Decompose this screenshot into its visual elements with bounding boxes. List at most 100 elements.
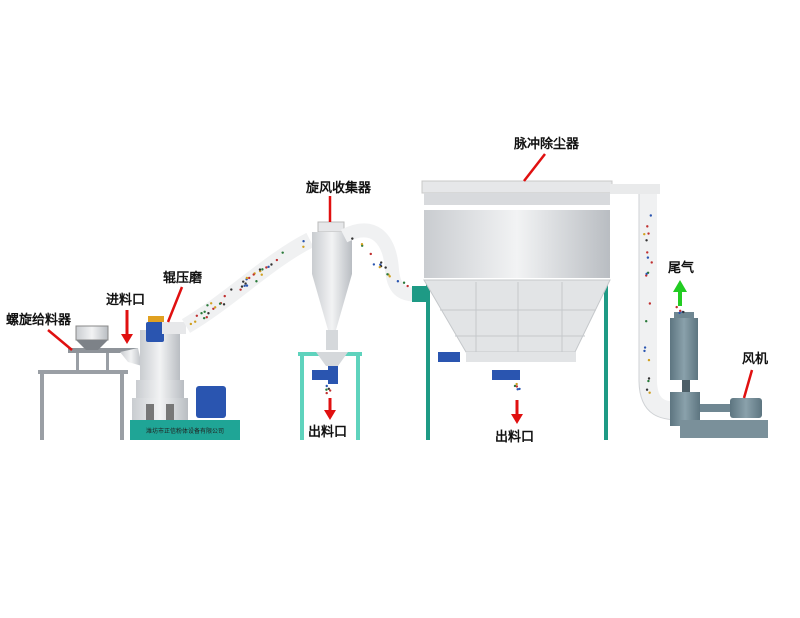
- particle: [643, 346, 647, 349]
- label-fan: 风机: [742, 351, 768, 367]
- label-collector-outlet: 出料口: [495, 429, 534, 445]
- particle: [200, 311, 203, 315]
- particle: [245, 276, 249, 280]
- particle: [267, 265, 270, 269]
- particle: [325, 384, 328, 388]
- cyclone-collector: [298, 221, 421, 440]
- label-pulse-dust-collector: 脉冲除尘器: [513, 136, 580, 152]
- particle: [648, 391, 651, 394]
- particle: [281, 251, 284, 254]
- particle: [223, 294, 226, 298]
- particle: [207, 312, 210, 315]
- particle: [378, 265, 381, 269]
- particle: [189, 322, 193, 326]
- particle: [682, 310, 685, 314]
- particle: [270, 263, 273, 266]
- pointer-dust-collector: [523, 153, 546, 182]
- screw-feeder: [38, 325, 138, 440]
- particle: [386, 273, 389, 276]
- particle: [255, 280, 258, 283]
- particle: [245, 284, 249, 287]
- particle: [302, 245, 305, 248]
- pointer-fan: [742, 369, 754, 399]
- label-cyclone-collector: 旋风收集器: [305, 180, 372, 196]
- particle: [240, 285, 244, 288]
- particle: [518, 387, 521, 391]
- particle: [209, 302, 213, 305]
- particle: [265, 266, 268, 269]
- particle: [679, 309, 682, 313]
- particle: [252, 273, 255, 276]
- label-screw-feeder: 螺旋给料器: [6, 312, 72, 328]
- label-exhaust: 尾气: [668, 260, 694, 276]
- duct-mill-to-cyclone: [181, 232, 314, 333]
- roller-mill: 潍坊市正信粉体设备有限公司: [120, 316, 240, 440]
- particle: [645, 272, 648, 275]
- particle: [645, 320, 648, 323]
- particle: [239, 288, 242, 291]
- particle: [261, 268, 264, 271]
- particle: [193, 320, 197, 323]
- particle: [515, 385, 519, 388]
- particle: [647, 358, 651, 362]
- mill-base: [130, 420, 240, 440]
- pulse-dust-collector: [412, 180, 660, 440]
- particle: [325, 388, 328, 391]
- particle: [678, 311, 681, 315]
- particle: [302, 240, 305, 243]
- particle: [205, 316, 208, 319]
- label-cyclone-outlet: 出料口: [308, 424, 347, 440]
- particle: [396, 280, 400, 283]
- particle: [327, 387, 331, 390]
- particle: [650, 261, 653, 264]
- pointer-screw-feeder: [47, 329, 73, 351]
- particle: [218, 302, 222, 305]
- label-feed-inlet: 进料口: [106, 292, 145, 308]
- particle: [260, 273, 263, 276]
- particle: [360, 242, 364, 246]
- particle: [380, 261, 383, 264]
- particle: [258, 268, 262, 271]
- particle: [203, 310, 206, 314]
- material-particles: [189, 214, 685, 395]
- particle: [647, 377, 651, 380]
- particle: [645, 274, 648, 277]
- particle: [230, 288, 233, 291]
- particle: [645, 239, 648, 242]
- particle: [328, 389, 332, 392]
- particle: [645, 388, 649, 391]
- pointers: [47, 153, 754, 424]
- particle: [388, 275, 391, 278]
- particle: [516, 388, 519, 391]
- particle: [202, 316, 206, 320]
- particle: [195, 314, 199, 317]
- label-roller-mill: 辊压磨: [163, 270, 202, 286]
- particle: [402, 281, 406, 284]
- particle: [648, 302, 652, 305]
- particle: [643, 232, 646, 236]
- particle: [647, 379, 650, 383]
- particle: [243, 284, 246, 287]
- particle: [646, 251, 649, 254]
- particle: [351, 237, 354, 240]
- particle: [369, 252, 372, 256]
- particle: [206, 304, 209, 307]
- particle: [515, 382, 518, 386]
- particle: [649, 214, 653, 217]
- particle: [646, 256, 650, 259]
- particle: [212, 307, 215, 311]
- particle: [513, 384, 517, 388]
- particle: [646, 225, 649, 228]
- fan: [670, 312, 768, 438]
- particle: [275, 258, 279, 262]
- particle: [242, 280, 245, 283]
- particle: [384, 266, 387, 269]
- particle: [222, 303, 226, 306]
- main-motor: [196, 386, 226, 418]
- particle: [244, 282, 247, 285]
- pointer-roller-mill: [166, 286, 184, 323]
- company-plate: 潍坊市正信粉体设备有限公司: [146, 427, 224, 435]
- particle: [325, 391, 328, 395]
